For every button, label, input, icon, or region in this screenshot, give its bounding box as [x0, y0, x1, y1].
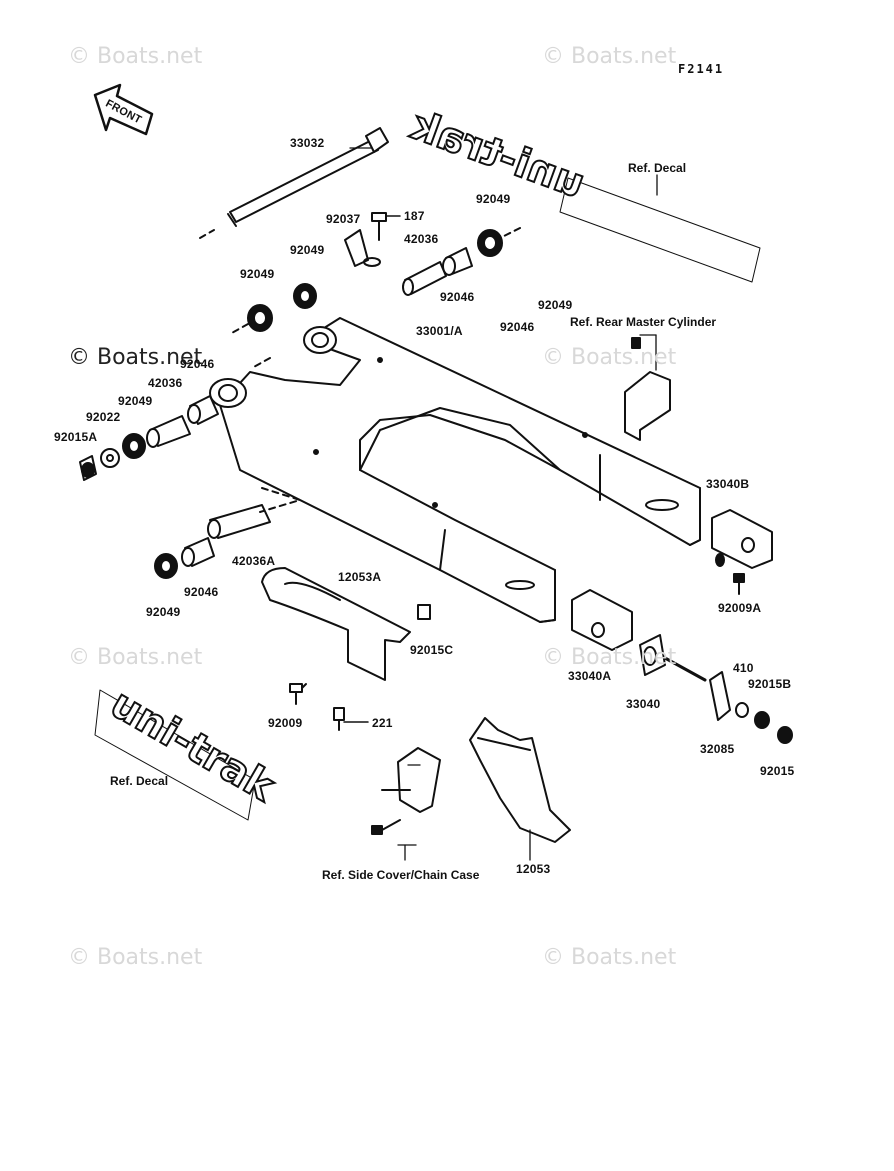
- swingarm-33001A: [209, 317, 701, 623]
- seal-92049-left: [229, 304, 273, 369]
- part-label[interactable]: 33040: [626, 697, 661, 711]
- nut-92015: [777, 726, 793, 744]
- part-label[interactable]: 92009A: [718, 601, 762, 615]
- adjuster-33040A: [571, 589, 633, 651]
- ref-label: Ref. Rear Master Cylinder: [570, 315, 717, 329]
- watermark: © Boats.net: [68, 645, 203, 670]
- bolt-92009: [289, 683, 307, 705]
- part-label[interactable]: 92049: [146, 605, 181, 619]
- chain-case-12053: [469, 717, 571, 843]
- part-label[interactable]: 33001/A: [416, 324, 463, 338]
- part-label[interactable]: 92049: [118, 394, 153, 408]
- washer-410: [735, 702, 749, 718]
- chain-guide-12053A: [261, 567, 411, 681]
- part-label[interactable]: 92015C: [410, 643, 454, 657]
- part-label[interactable]: 92015: [760, 764, 795, 778]
- part-label[interactable]: 221: [372, 716, 393, 730]
- part-label[interactable]: 92046: [500, 320, 535, 334]
- part-label[interactable]: 92049: [538, 298, 573, 312]
- bolt-92009A: [733, 573, 745, 595]
- part-label[interactable]: 12053: [516, 862, 551, 876]
- part-label[interactable]: 33040A: [568, 669, 612, 683]
- part-label[interactable]: 12053A: [338, 570, 382, 584]
- part-label[interactable]: 92015B: [748, 677, 792, 691]
- watermark: © Boats.net: [542, 44, 677, 69]
- ref-label: Ref. Decal: [628, 161, 687, 175]
- figure-code: F2141: [678, 62, 725, 76]
- part-label[interactable]: 92049: [290, 243, 325, 257]
- seal-92049-mid: [293, 283, 317, 309]
- bracket-33040B: [711, 509, 773, 569]
- master-cylinder-bracket: [624, 337, 671, 441]
- part-label[interactable]: 92046: [180, 357, 215, 371]
- bolt-221: [333, 707, 369, 731]
- nut-92015B: [754, 711, 770, 729]
- bracket-92037: [344, 229, 381, 267]
- part-label[interactable]: 410: [733, 661, 754, 675]
- part-label[interactable]: 92022: [86, 410, 121, 424]
- side-cover-bracket: [371, 747, 441, 835]
- part-label[interactable]: 42036: [404, 232, 439, 246]
- front-arrow-icon: [93, 83, 154, 136]
- sleeve-42036-top: [402, 261, 447, 296]
- decal-unitrak-bottom: [94, 689, 256, 821]
- part-label[interactable]: 92009: [268, 716, 303, 730]
- part-label[interactable]: 32085: [700, 742, 735, 756]
- part-label[interactable]: 92015A: [54, 430, 98, 444]
- part-label[interactable]: 33040B: [706, 477, 750, 491]
- part-label[interactable]: 92037: [326, 212, 361, 226]
- part-label[interactable]: 42036: [148, 376, 183, 390]
- part-label[interactable]: 92046: [440, 290, 475, 304]
- decal-unitrak-top: [559, 177, 761, 283]
- pivot-shaft: [199, 127, 521, 239]
- bearing-92046-top: [442, 247, 473, 276]
- bearing-stack-lower: [154, 487, 301, 579]
- part-label[interactable]: 33032: [290, 136, 325, 150]
- ref-label: Ref. Decal: [110, 774, 169, 788]
- part-label[interactable]: 42036A: [232, 554, 276, 568]
- watermark: © Boats.net: [68, 44, 203, 69]
- watermark: © Boats.net: [68, 945, 203, 970]
- bolt-187: [371, 212, 401, 241]
- bearing-stack-left: [79, 395, 219, 481]
- part-label[interactable]: 92049: [476, 192, 511, 206]
- leader-lines: [349, 147, 658, 861]
- watermark: © Boats.net: [542, 345, 677, 370]
- part-label[interactable]: 187: [404, 209, 425, 223]
- block-32085: [709, 671, 731, 721]
- watermark: © Boats.net: [68, 345, 203, 370]
- watermark: © Boats.net: [542, 645, 677, 670]
- seal-92049-top-right: [477, 229, 503, 257]
- collar-92015C: [417, 604, 431, 620]
- adjuster-33040: [639, 634, 707, 682]
- watermark: © Boats.net: [542, 945, 677, 970]
- ref-label: Ref. Side Cover/Chain Case: [322, 868, 480, 882]
- part-label[interactable]: 92046: [184, 585, 219, 599]
- part-label[interactable]: 92049: [240, 267, 275, 281]
